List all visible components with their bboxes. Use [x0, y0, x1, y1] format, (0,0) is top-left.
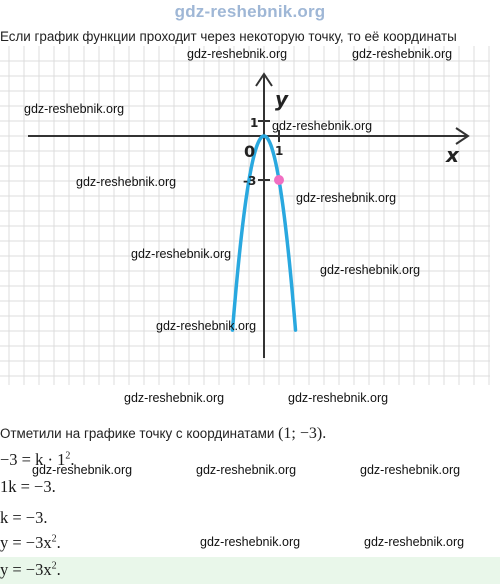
y-axis-label: y	[275, 87, 289, 111]
watermark: gdz-reshebnik.org	[296, 191, 397, 205]
y-axis-arrow	[255, 72, 273, 87]
step-1: −3 = k · 12.	[0, 450, 74, 470]
tick-y-neg3-label: -3	[243, 174, 256, 188]
parabola-curve	[230, 134, 298, 332]
step-4-exponent: 2	[51, 533, 57, 545]
answer-exponent: 2	[51, 560, 57, 572]
watermark: gdz-reshebnik.org	[187, 47, 288, 61]
tick-y-1-label: 1	[250, 116, 258, 130]
step-1-exponent: 2	[65, 450, 71, 462]
watermark: gdz-reshebnik.org	[364, 535, 465, 549]
x-axis-label: x	[445, 143, 460, 167]
step-4: y = −3x2.	[0, 533, 61, 553]
point-1-neg3	[274, 175, 284, 185]
answer-expr: y = −3x	[0, 560, 52, 579]
step-4-end: .	[56, 533, 61, 552]
watermark: gdz-reshebnik.org	[76, 175, 177, 189]
watermark: gdz-reshebnik.org	[320, 263, 421, 277]
watermark: gdz-reshebnik.org	[200, 535, 301, 549]
note-point: (1; −3).	[278, 425, 327, 442]
tick-x-1-label: 1	[275, 144, 283, 158]
watermark: gdz-reshebnik.org	[131, 247, 232, 261]
watermark: gdz-reshebnik.org	[272, 119, 373, 133]
step-2: 1k = −3.	[0, 477, 56, 496]
watermark: gdz-reshebnik.org	[24, 102, 125, 116]
watermark: gdz-reshebnik.org	[124, 391, 225, 405]
watermark: gdz-reshebnik.org	[32, 463, 133, 477]
x-axis-arrow	[455, 127, 470, 145]
step-1-expr: −3 = k · 1	[0, 450, 66, 469]
answer: y = −3x2.	[0, 560, 61, 580]
note-line: Отметили на графике точку с координатами…	[0, 425, 326, 443]
answer-box	[0, 557, 500, 584]
watermark: gdz-reshebnik.org	[288, 391, 389, 405]
answer-end: .	[56, 560, 61, 579]
site-header[interactable]: gdz-reshebnik.org	[174, 2, 326, 21]
step-4-expr: y = −3x	[0, 533, 52, 552]
watermark: gdz-reshebnik.org	[360, 463, 461, 477]
watermark: gdz-reshebnik.org	[352, 47, 453, 61]
intro-text: Если график функции проходит через некот…	[0, 29, 457, 44]
watermark: gdz-reshebnik.org	[156, 319, 257, 333]
step-3: k = −3.	[0, 508, 48, 527]
watermark: gdz-reshebnik.org	[196, 463, 297, 477]
step-1-end: .	[70, 450, 75, 469]
origin-label: 0	[244, 142, 255, 161]
graph: y x 0 1 1 -3	[0, 46, 490, 385]
note-text: Отметили на графике точку с координатами	[0, 426, 275, 441]
